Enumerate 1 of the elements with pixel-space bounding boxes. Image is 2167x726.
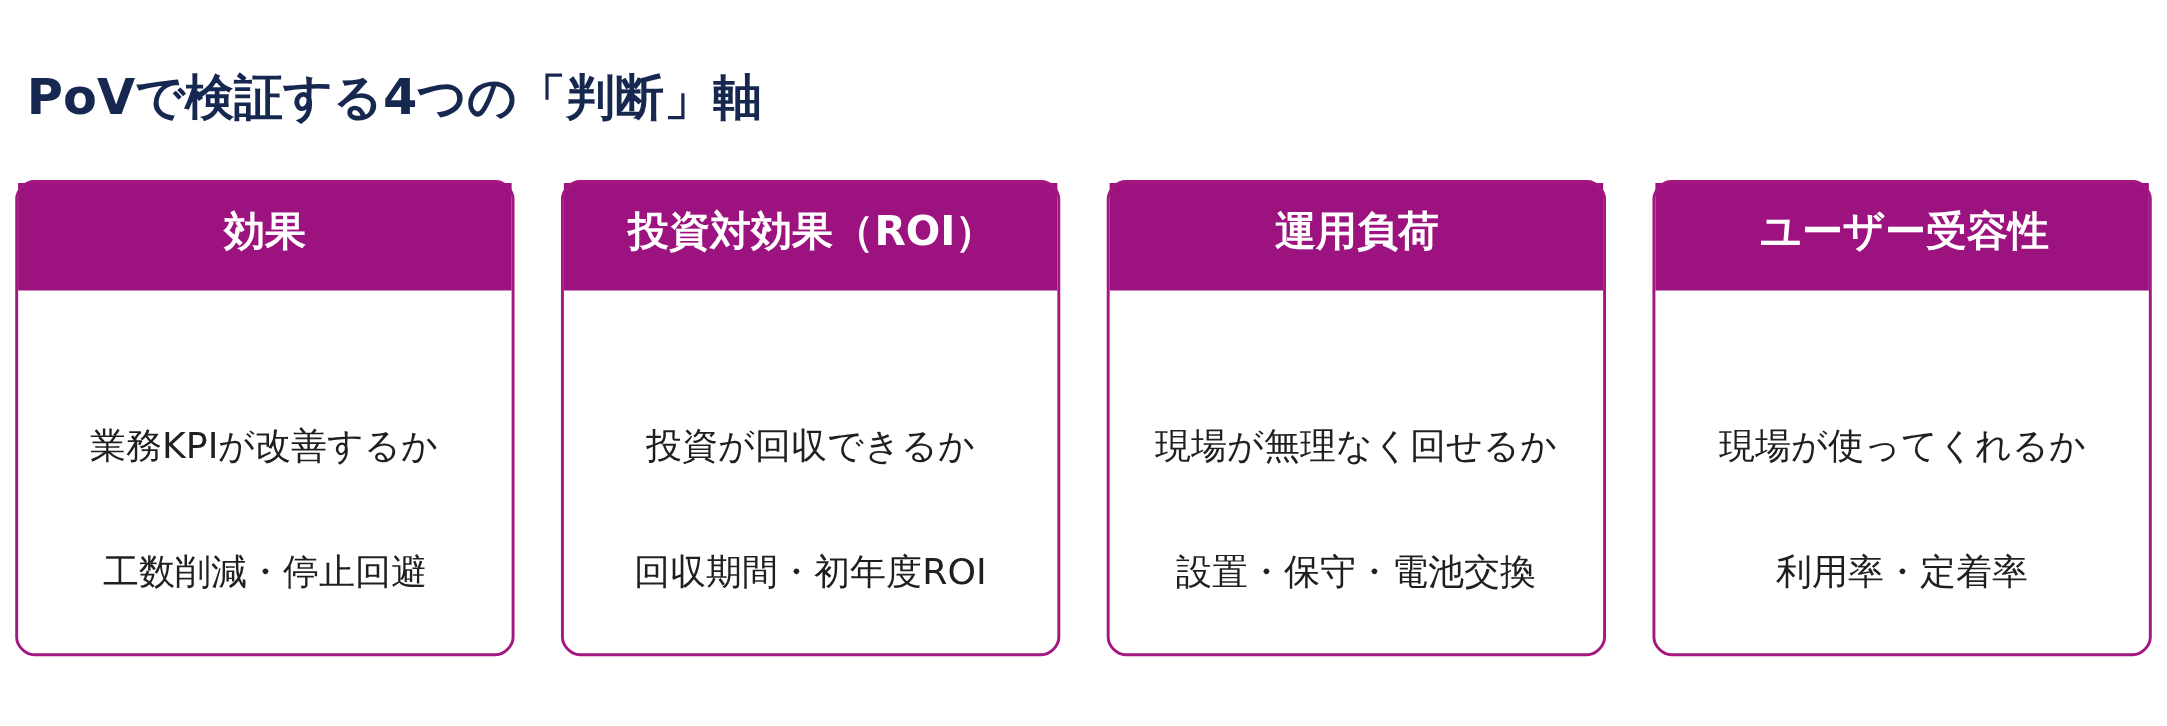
diagram-title: PoVで検証する4つの「判断」軸 xyxy=(26,67,763,126)
